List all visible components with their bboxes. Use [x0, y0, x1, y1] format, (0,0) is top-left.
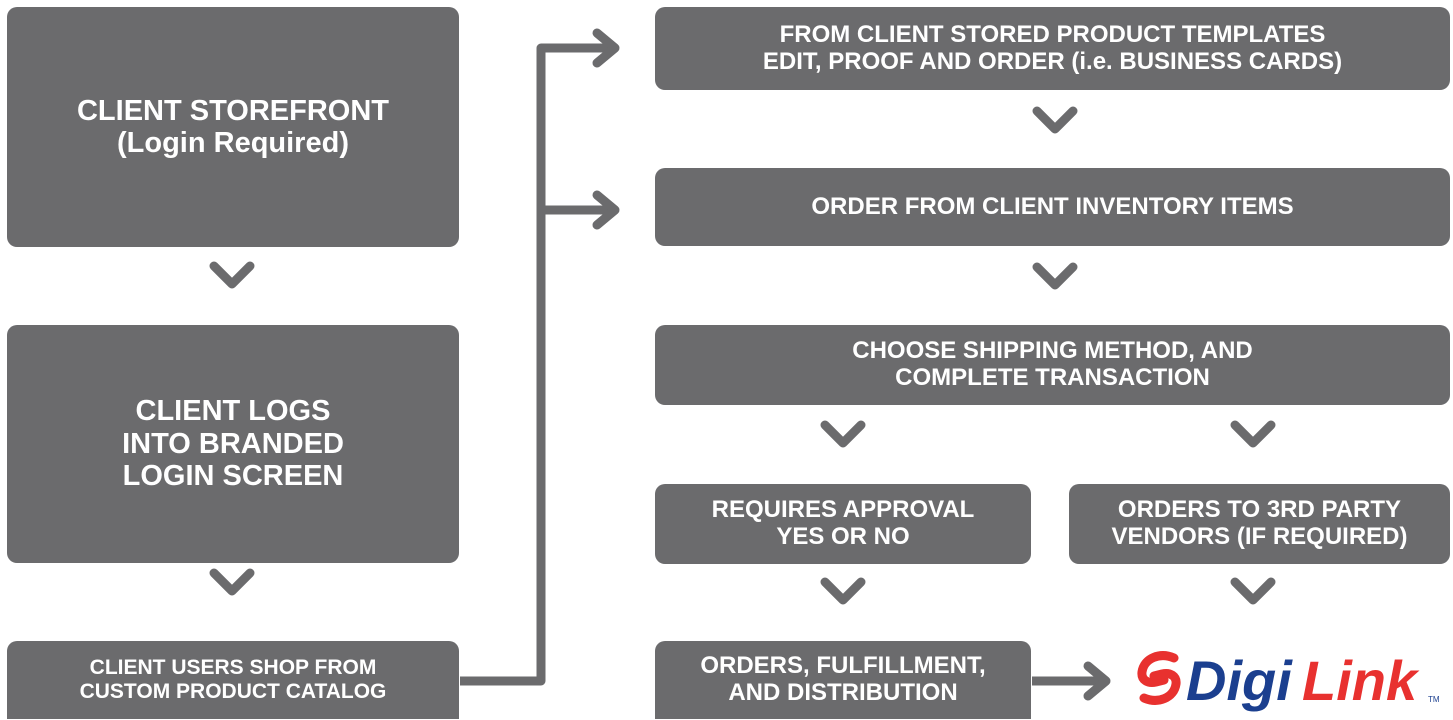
product-templates-box: FROM CLIENT STORED PRODUCT TEMPLATES EDI…	[655, 7, 1450, 90]
arrow-templates-to-shipping	[1032, 106, 1078, 134]
logo-text-link: Link	[1302, 649, 1420, 712]
box-line: (Login Required)	[117, 127, 349, 159]
box-line: CLIENT USERS SHOP FROM	[89, 656, 377, 680]
box-line: CLIENT STOREFRONT	[76, 94, 390, 127]
arrow-shipping-to-vendors	[1230, 420, 1276, 448]
arrow-head-logo	[1083, 661, 1111, 701]
box-line: ORDER FROM CLIENT INVENTORY ITEMS	[811, 192, 1294, 220]
arrow-head-inventory	[592, 190, 620, 230]
box-line: CLIENT LOGS	[135, 395, 331, 428]
logo-text-digi: Digi	[1186, 649, 1293, 712]
digilink-logo-graphic: Digi Link TM	[1137, 649, 1440, 712]
box-line: REQUIRES APPROVAL	[711, 496, 975, 524]
box-line: VENDORS (IF REQUIRED)	[1111, 523, 1408, 550]
logo-trademark: TM	[1428, 695, 1440, 704]
digilink-logo: Digi Link TM	[1130, 640, 1450, 715]
arrow-head-templates	[592, 28, 620, 68]
client-shop-catalog-box: CLIENT USERS SHOP FROM CUSTOM PRODUCT CA…	[7, 641, 459, 719]
box-line: INTO BRANDED	[122, 427, 344, 460]
fulfillment-distribution-box: ORDERS, FULFILLMENT, AND DISTRIBUTION	[655, 641, 1031, 719]
arrow-login-to-shop	[209, 568, 255, 596]
connector-shop-branch	[460, 43, 610, 686]
client-logs-in-box: CLIENT LOGS INTO BRANDED LOGIN SCREEN	[7, 325, 459, 563]
swirl-icon	[1137, 651, 1181, 705]
box-line: FROM CLIENT STORED PRODUCT TEMPLATES	[779, 20, 1326, 48]
box-line: ORDERS TO 3RD PARTY	[1117, 496, 1402, 524]
box-line: EDIT, PROOF AND ORDER (i.e. BUSINESS CAR…	[762, 47, 1343, 75]
inventory-items-box: ORDER FROM CLIENT INVENTORY ITEMS	[655, 168, 1450, 246]
shipping-method-box: CHOOSE SHIPPING METHOD, AND COMPLETE TRA…	[655, 325, 1450, 405]
box-line: ORDERS, FULFILLMENT,	[700, 652, 986, 680]
box-line: LOGIN SCREEN	[122, 460, 344, 493]
arrow-shipping-to-approval	[820, 420, 866, 448]
requires-approval-box: REQUIRES APPROVAL YES OR NO	[655, 484, 1031, 564]
box-line: YES OR NO	[776, 523, 910, 550]
box-line: CHOOSE SHIPPING METHOD, AND	[852, 337, 1253, 365]
client-storefront-box: CLIENT STOREFRONT (Login Required)	[7, 7, 459, 247]
third-party-vendors-box: ORDERS TO 3RD PARTY VENDORS (IF REQUIRED…	[1069, 484, 1450, 564]
box-line: COMPLETE TRANSACTION	[895, 364, 1210, 391]
box-line: AND DISTRIBUTION	[728, 679, 958, 706]
box-line: CUSTOM PRODUCT CATALOG	[79, 680, 387, 703]
arrow-vendors-down	[1230, 577, 1276, 605]
arrow-inventory-to-shipping	[1032, 262, 1078, 290]
arrow-storefront-to-login	[209, 261, 255, 289]
arrow-approval-to-fulfillment	[820, 577, 866, 605]
